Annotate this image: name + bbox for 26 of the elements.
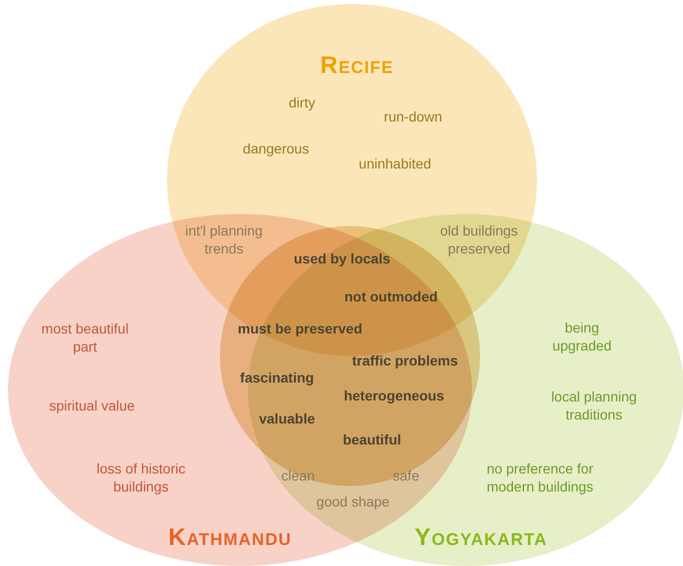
shared-trait-label: heterogeneous — [344, 387, 444, 405]
region-label: run-down — [384, 108, 442, 126]
set-title: Yogyakarta — [414, 523, 548, 553]
shared-trait-label: fascinating — [240, 369, 314, 387]
shared-trait-label: used by locals — [294, 250, 390, 268]
region-label: dangerous — [242, 140, 310, 158]
shared-trait-label: not outmoded — [344, 288, 438, 306]
region-label: being upgraded — [551, 320, 613, 354]
region-label: local planning traditions — [550, 388, 638, 424]
overlap-label: int'l planning trends — [184, 222, 264, 258]
region-label: spiritual value — [49, 397, 135, 415]
shared-trait-label: traffic problems — [352, 352, 458, 370]
region-label: dirty — [288, 94, 316, 112]
shared-trait-label: valuable — [258, 410, 316, 428]
region-label: uninhabited — [358, 155, 432, 173]
shared-trait-label: must be preserved — [238, 320, 362, 338]
region-label: no preference for modern buildings — [486, 460, 594, 496]
shared-trait-label: beautiful — [342, 431, 402, 449]
set-title: Kathmandu — [168, 523, 292, 553]
region-label: loss of historic buildings — [96, 460, 186, 496]
overlap-label: old buildings preserved — [439, 222, 519, 258]
overlap-label: clean — [281, 467, 315, 485]
overlap-label: good shape — [316, 493, 390, 511]
overlap-label: safe — [392, 467, 420, 485]
set-title: Recife — [320, 51, 394, 81]
region-label: most beautiful part — [40, 320, 130, 356]
